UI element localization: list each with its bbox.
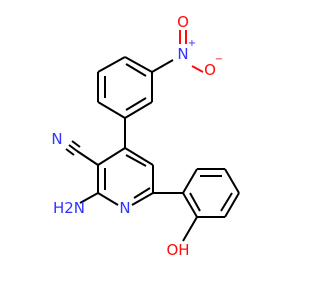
bond-b6-oh	[182, 216, 198, 242]
bond-a6-a1-inner	[125, 97, 147, 111]
bond-c5-c4-inner	[125, 154, 147, 167]
hydroxyphenyl-ring	[153, 168, 240, 218]
bond-c2-n1	[97, 192, 119, 206]
bond-b6-b1	[182, 192, 198, 218]
nitro-oxygen-double-label: O	[177, 13, 189, 31]
bond-c4-c3	[97, 147, 126, 166]
nitro-nitrogen-label: N	[177, 45, 188, 63]
bond-a5-no2	[151, 59, 174, 73]
bond-cn-triple-1	[68, 144, 78, 152]
nitrophenyl-ring	[97, 56, 153, 148]
nitro-group	[151, 30, 204, 73]
bond-n1-c6-inner	[133, 187, 151, 199]
pyridine-ring	[97, 147, 154, 206]
bond-c2-nh2	[79, 192, 99, 204]
bond-cn-triple-2	[71, 140, 81, 148]
bond-c5-c4	[124, 147, 154, 166]
bond-c3-cn	[76, 150, 99, 166]
nitrile-nitrogen-label: N	[51, 130, 62, 148]
bond-a4-a5-inner	[125, 63, 147, 77]
nitro-oxygen-single-label: O	[204, 61, 216, 79]
nitro-oxygen-charge: −	[215, 54, 223, 65]
bond-cn-triple-3	[65, 148, 75, 156]
bond-b4-b5	[224, 192, 240, 218]
pyridine-nitrogen-label: N	[119, 199, 130, 217]
bond-n-o-single	[191, 65, 204, 73]
amine-label: H2N	[53, 199, 85, 217]
bond-b6-b1-inner	[189, 192, 201, 212]
hydroxyl-label: OH	[166, 241, 189, 259]
nitro-nitrogen-charge: +	[188, 38, 196, 49]
bond-a6-a1	[124, 101, 153, 119]
bond-b1-b2	[182, 168, 198, 194]
molecule-diagram: N H2N N OH N + O O −	[51, 13, 240, 259]
nitrile-group	[65, 140, 99, 166]
bond-n1-c6	[131, 192, 154, 206]
bond-a4-a5	[124, 56, 153, 73]
bond-b3-b4	[224, 168, 240, 194]
bond-b4-b5-inner	[220, 192, 233, 212]
bond-a1-a2	[97, 101, 126, 119]
structure-drawing: N H2N N OH N + O O −	[51, 13, 240, 259]
bond-a3-a4	[97, 56, 126, 73]
